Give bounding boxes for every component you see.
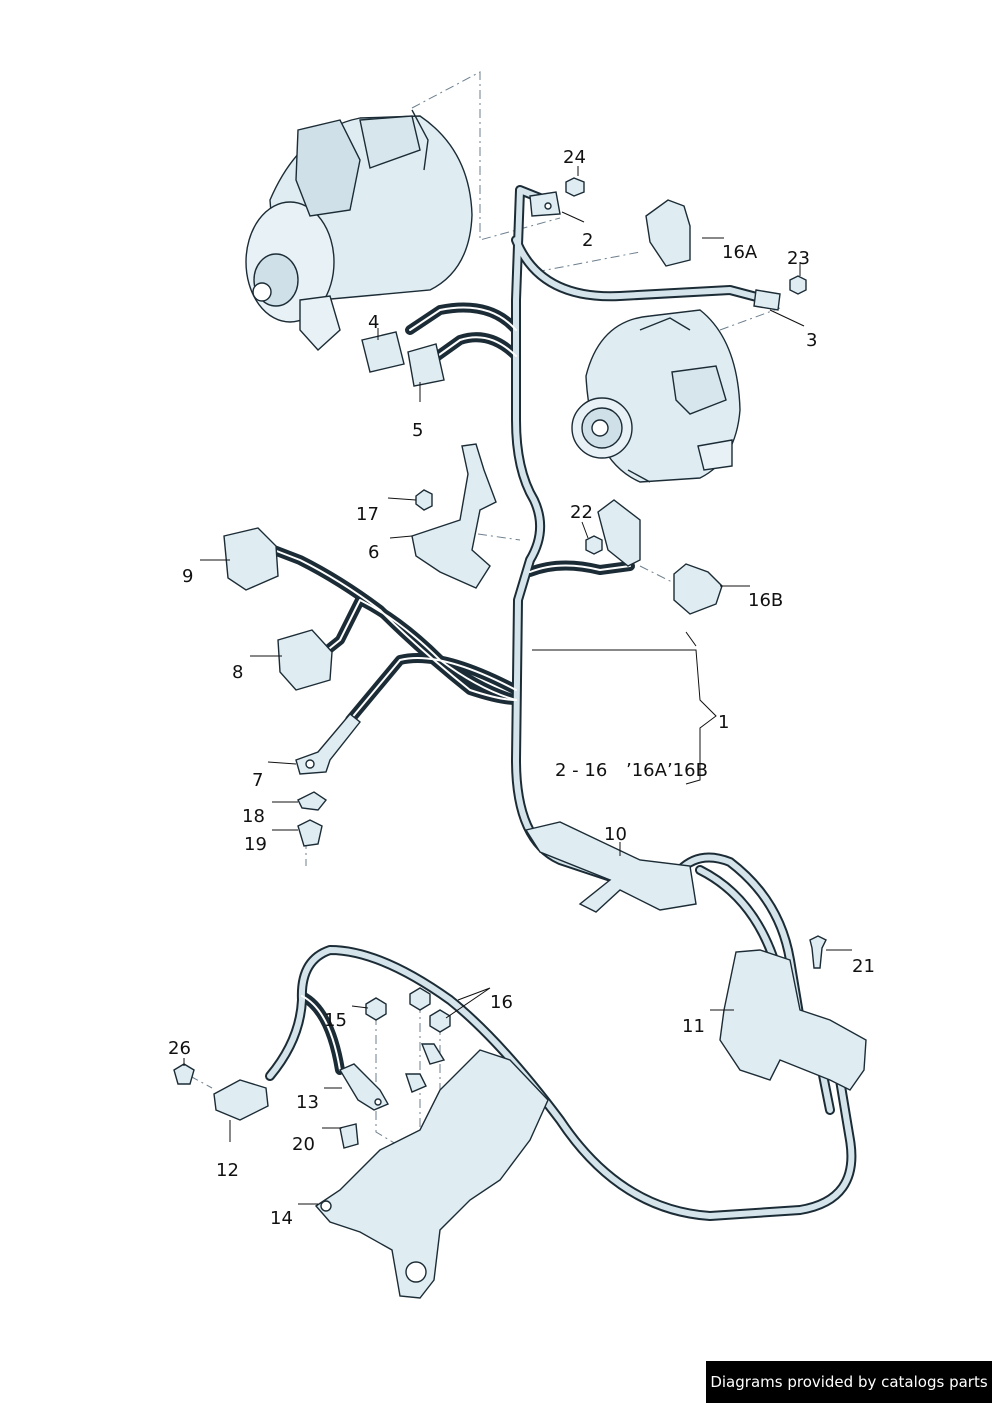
label-16a: 16A [722, 242, 758, 263]
label-22: 22 [570, 502, 593, 523]
label-14: 14 [270, 1208, 293, 1229]
label-13: 13 [296, 1092, 319, 1113]
catalog-credit: Diagrams provided by catalogs parts [706, 1361, 992, 1403]
alternator [571, 309, 741, 483]
label-18: 18 [242, 806, 265, 827]
label-16b: 16B [748, 590, 783, 611]
label-7: 7 [252, 770, 263, 791]
label-1: 1 [718, 712, 729, 733]
label-11: 11 [682, 1016, 705, 1037]
range-note: 2 - 16 [555, 760, 607, 781]
label-5: 5 [412, 420, 423, 441]
wiring-harness [265, 185, 857, 1221]
label-6: 6 [368, 542, 379, 563]
label-17: 17 [356, 504, 379, 525]
label-9: 9 [182, 566, 193, 587]
label-21: 21 [852, 956, 875, 977]
label-20: 20 [292, 1134, 315, 1155]
label-12: 12 [216, 1160, 239, 1181]
variant-note: ’16A’16B [626, 760, 708, 781]
label-3: 3 [806, 330, 817, 351]
label-24: 24 [563, 147, 586, 168]
label-2: 2 [582, 230, 593, 251]
label-23: 23 [787, 248, 810, 269]
label-10: 10 [604, 824, 627, 845]
label-26: 26 [168, 1038, 191, 1059]
leader-lines [183, 166, 852, 1205]
small-parts [173, 177, 867, 1299]
label-8: 8 [232, 662, 243, 683]
starter-motor [245, 109, 473, 351]
label-16: 16 [490, 992, 513, 1013]
label-15: 15 [324, 1010, 347, 1031]
label-4: 4 [368, 312, 379, 333]
label-19: 19 [244, 834, 267, 855]
part-labels: 24 2 16A 23 3 4 5 17 22 6 9 16B 8 1 2 - … [168, 147, 875, 1229]
